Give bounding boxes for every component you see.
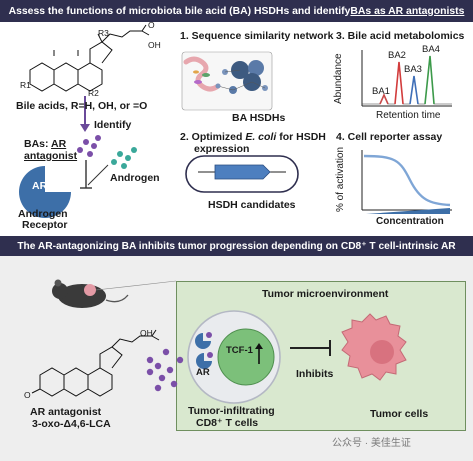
inhibits-label: Inhibits	[296, 368, 334, 380]
network-illustration	[181, 51, 273, 111]
androgen-label: Androgen	[110, 172, 160, 184]
peak-ba1: BA1	[372, 86, 390, 97]
peak-ba2: BA2	[388, 50, 406, 61]
metabolomics-plot	[361, 50, 452, 107]
antagonist-label: antagonist	[24, 150, 78, 162]
t-cell-ar-label: AR	[196, 367, 210, 378]
tcf-label: TCF-1	[226, 345, 253, 356]
receptor-label-2: Receptor	[22, 219, 68, 231]
ar-label-left: AR	[32, 180, 48, 192]
step4-xlabel: Concentration	[376, 216, 444, 227]
til-label-1: Tumor-infiltrating	[188, 405, 275, 417]
lca-structure	[31, 329, 160, 397]
step2-title-line2: expression	[194, 143, 250, 155]
step1-box-label: BA HSDHs	[232, 112, 286, 124]
label-r1: R1	[20, 80, 31, 90]
reporter-plot	[361, 150, 452, 214]
label-o-bottom: O	[24, 390, 31, 400]
ar-antagonist-ar: AR	[51, 138, 67, 150]
step2-title-italic: E. coli	[245, 131, 277, 143]
peak-ba3: BA3	[404, 64, 422, 75]
label-oh-bottom: OH	[140, 328, 153, 338]
label-oh-top: OH	[148, 40, 161, 50]
bas-label: BAs:	[24, 138, 52, 150]
mouse	[52, 279, 177, 308]
bile-acids-label: Bile acids, R=H, OH, or =O	[16, 100, 148, 112]
label-r2: R2	[88, 88, 99, 98]
header-title-part1: Assess the functions of microbiota bile …	[8, 5, 351, 17]
androgen-receptor-shape	[19, 166, 71, 218]
step2-title-suffix: for HSDH	[276, 131, 326, 143]
step2-box-label: HSDH candidates	[208, 199, 296, 211]
label-o-top: O	[148, 20, 155, 30]
androgen-arrow	[87, 164, 109, 186]
receptor-label-1: Androgen	[18, 208, 68, 220]
bas-ar-antagonist-label: BAs: AR	[24, 138, 66, 150]
label-r3: R3	[98, 28, 109, 38]
identify-label: Identify	[94, 119, 132, 131]
compound-label-1: AR antagonist	[30, 406, 102, 418]
step4-ylabel: % of activation	[335, 146, 346, 212]
middle-bar: The AR-antagonizing BA inhibits tumor pr…	[0, 236, 473, 256]
step2-title-prefix: 2. Optimized	[180, 131, 246, 143]
t-cell	[187, 310, 281, 404]
middle-bar-title: The AR-antagonizing BA inhibits tumor pr…	[17, 240, 456, 252]
tme-label: Tumor microenvironment	[262, 288, 389, 300]
compound-label-2: 3-oxo-Δ4,6-LCA	[32, 418, 111, 430]
antagonist-dots	[146, 348, 184, 392]
inhibit-line	[80, 160, 92, 189]
header-bar: Assess the functions of microbiota bile …	[0, 0, 473, 22]
t-cell-ar-receptors	[195, 332, 213, 369]
step3-xlabel: Retention time	[376, 110, 441, 121]
watermark: 公众号 · 美佳生证	[332, 438, 411, 449]
step3-ylabel: Abundance	[333, 53, 344, 104]
androgen-dots	[111, 147, 137, 169]
header-title-part2: BAs as AR antagonists	[350, 5, 465, 17]
step4-title: 4. Cell reporter assay	[336, 131, 443, 143]
ba-dots	[77, 135, 101, 157]
step3-title: 3. Bile acid metabolomics	[336, 30, 465, 42]
ecoli-illustration	[185, 155, 299, 193]
step2-title: 2. Optimized E. coli for HSDH	[180, 131, 326, 143]
bile-acid-structure	[29, 24, 150, 92]
inhibits-arrow	[290, 340, 331, 356]
step1-title: 1. Sequence similarity network	[180, 30, 334, 42]
identify-arrow	[80, 96, 90, 132]
peak-ba4: BA4	[422, 44, 440, 55]
til-label-2: CD8⁺ T cells	[196, 417, 259, 429]
tumor-cells-label: Tumor cells	[370, 408, 429, 420]
tumor-cell	[341, 313, 407, 381]
